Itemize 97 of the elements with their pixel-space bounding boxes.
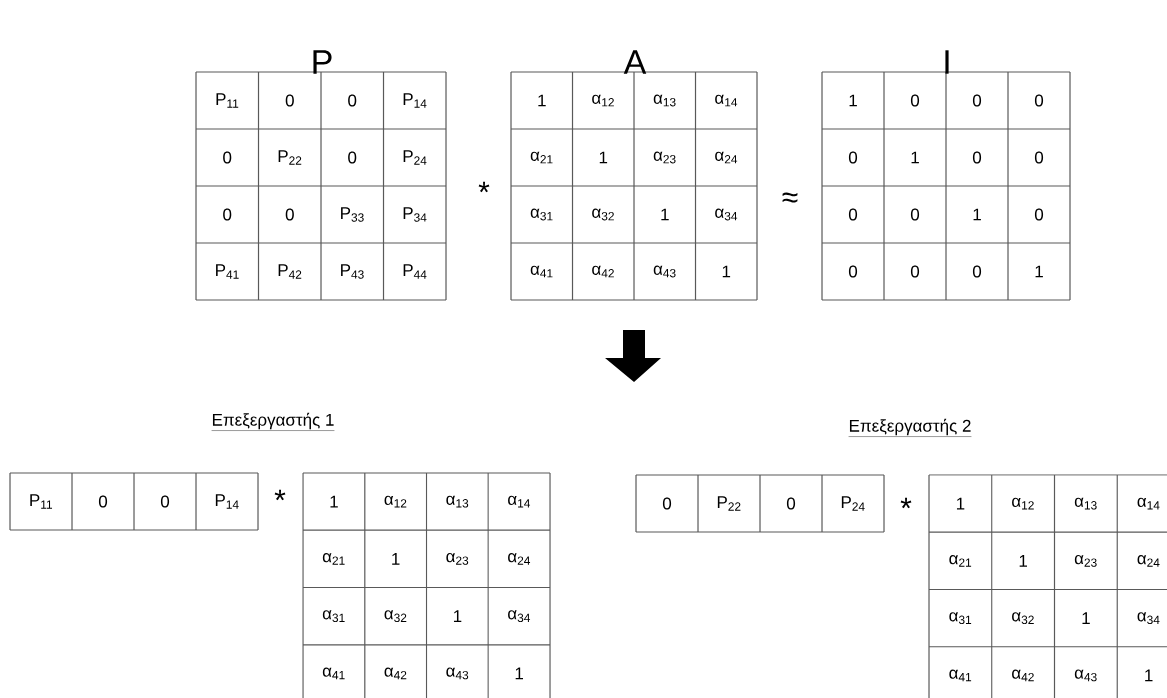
matrix-entry: α$_{42}$ xyxy=(384,667,407,680)
matrix-entry: α$_{12}$ xyxy=(384,495,407,508)
matrix-entry: α$_{41}$ xyxy=(322,667,345,680)
matrix-entry: P$_{11}$ xyxy=(30,494,53,509)
matrix-entry: P$_{33}$ xyxy=(341,207,364,222)
matrix-entry: 0 xyxy=(223,208,232,221)
matrix-entry: α$_{32}$ xyxy=(384,610,407,622)
matrix-entry: 1 xyxy=(1019,555,1027,567)
matrix-entry: α$_{41}$ xyxy=(949,669,972,682)
matrix-entry: P$_{14}$ xyxy=(403,93,427,108)
matrix-entry: α$_{12}$ xyxy=(592,94,614,107)
matrix-entry: α$_{42}$ xyxy=(1012,669,1034,682)
matrix-entry: 0 xyxy=(285,208,294,221)
matrix-entry: 0 xyxy=(285,94,294,107)
matrix-entry: α$_{24}$ xyxy=(1137,555,1160,567)
matrix-entry: P$_{14}$ xyxy=(215,494,239,509)
matrix-entry: 1 xyxy=(1035,265,1043,278)
matrix-entry: 0 xyxy=(848,151,858,164)
matrix-entry: 1 xyxy=(392,553,400,565)
matrix-entry: 0 xyxy=(972,265,982,278)
matrix-entry: α$_{32}$ xyxy=(592,208,614,221)
matrix-entry: α$_{32}$ xyxy=(1012,612,1034,624)
processor-heading: Επεξεργαστής 1 xyxy=(211,412,335,431)
matrix-entry: 0 xyxy=(972,151,982,164)
matrix-entry: α$_{23}$ xyxy=(446,552,469,565)
matrix-entry: α$_{23}$ xyxy=(653,151,676,164)
matrix-entry: α$_{24}$ xyxy=(508,553,531,565)
matrix-entry: 0 xyxy=(98,495,108,508)
matrix-entry: α$_{13}$ xyxy=(1074,497,1097,510)
matrix-entry: P$_{11}$ xyxy=(216,93,239,108)
matrix-entry: 1 xyxy=(661,208,669,221)
matrix-entry: 1 xyxy=(722,265,731,278)
matrix-name: P xyxy=(313,50,332,74)
matrix-entry: 0 xyxy=(848,265,858,278)
matrix-entry: α$_{21}$ xyxy=(322,553,345,565)
matrix-entry: P$_{43}$ xyxy=(341,264,364,279)
operator-sign: ≈ xyxy=(782,192,798,203)
matrix-entry: α$_{31}$ xyxy=(530,208,553,221)
matrix-entry: 0 xyxy=(1034,208,1044,221)
matrix-entry: P$_{42}$ xyxy=(278,264,302,279)
matrix-entry: P$_{34}$ xyxy=(403,207,427,222)
matrix-entry: α$_{14}$ xyxy=(508,495,531,508)
matrix-entry: α$_{21}$ xyxy=(949,555,972,567)
matrix-entry: α$_{13}$ xyxy=(446,495,469,508)
matrix-entry: P$_{44}$ xyxy=(403,264,427,279)
matrix-entry: α$_{13}$ xyxy=(653,94,676,107)
processor-heading: Επεξεργαστής 2 xyxy=(848,418,972,437)
matrix-entry: P$_{24}$ xyxy=(403,150,427,165)
matrix-entry: α$_{34}$ xyxy=(1137,612,1160,624)
matrix-entry: 0 xyxy=(972,94,982,107)
matrix-name: I xyxy=(945,50,949,74)
matrix-entry: 1 xyxy=(330,495,338,508)
matrix-entry: 0 xyxy=(910,265,920,278)
matrix-entry: 1 xyxy=(849,94,857,107)
matrix-entry: α$_{43}$ xyxy=(653,265,676,278)
matrix-entry: 0 xyxy=(786,497,796,510)
matrix-entry: α$_{43}$ xyxy=(446,667,469,680)
matrix-entry: α$_{14}$ xyxy=(1137,497,1160,510)
matrix-entry: 1 xyxy=(515,667,523,680)
matrix-entry: α$_{31}$ xyxy=(322,610,345,622)
matrix-entry: P$_{22}$ xyxy=(278,150,302,165)
matrix-entry: 1 xyxy=(1082,612,1090,624)
operator-sign: * xyxy=(900,497,912,509)
matrix-entry: α$_{34}$ xyxy=(508,610,531,622)
matrix-entry: 1 xyxy=(911,151,919,164)
matrix-entry: 0 xyxy=(848,208,858,221)
matrix-entry: α$_{41}$ xyxy=(530,265,553,278)
matrix-entry: α$_{42}$ xyxy=(592,265,614,278)
matrix-name: A xyxy=(623,50,647,74)
matrix-entry: α$_{24}$ xyxy=(715,151,738,164)
matrix-entry: 1 xyxy=(1145,669,1153,682)
matrix-entry: 1 xyxy=(973,208,981,221)
matrix-entry: P$_{22}$ xyxy=(717,496,741,511)
matrix-entry: α$_{23}$ xyxy=(1074,554,1097,567)
matrix-entry: 0 xyxy=(160,495,170,508)
matrix-entry: 0 xyxy=(662,497,672,510)
matrix-entry: 1 xyxy=(454,610,462,622)
matrix-entry: 0 xyxy=(910,94,920,107)
matrix-entry: 0 xyxy=(348,94,357,107)
matrix-entry: 0 xyxy=(223,151,232,164)
matrix-entry: 0 xyxy=(1034,94,1044,107)
matrix-entry: α$_{21}$ xyxy=(530,151,553,164)
matrix-entry: P$_{24}$ xyxy=(841,496,865,511)
operator-sign: * xyxy=(274,489,286,501)
matrix-entry: α$_{12}$ xyxy=(1012,497,1034,510)
matrix-entry: 0 xyxy=(910,208,920,221)
matrix-entry: 0 xyxy=(348,151,357,164)
matrix-entry: 1 xyxy=(957,497,965,510)
matrix-entry: α$_{34}$ xyxy=(715,208,738,221)
matrix-entry: 1 xyxy=(538,94,546,107)
matrix-entry: 1 xyxy=(599,151,608,164)
matrix-entry: 0 xyxy=(1034,151,1044,164)
operator-sign: * xyxy=(478,181,490,193)
matrix-entry: P$_{41}$ xyxy=(216,264,239,279)
matrix-entry: α$_{14}$ xyxy=(715,94,738,107)
matrix-entry: α$_{31}$ xyxy=(949,612,972,624)
matrix-entry: α$_{43}$ xyxy=(1074,669,1097,682)
